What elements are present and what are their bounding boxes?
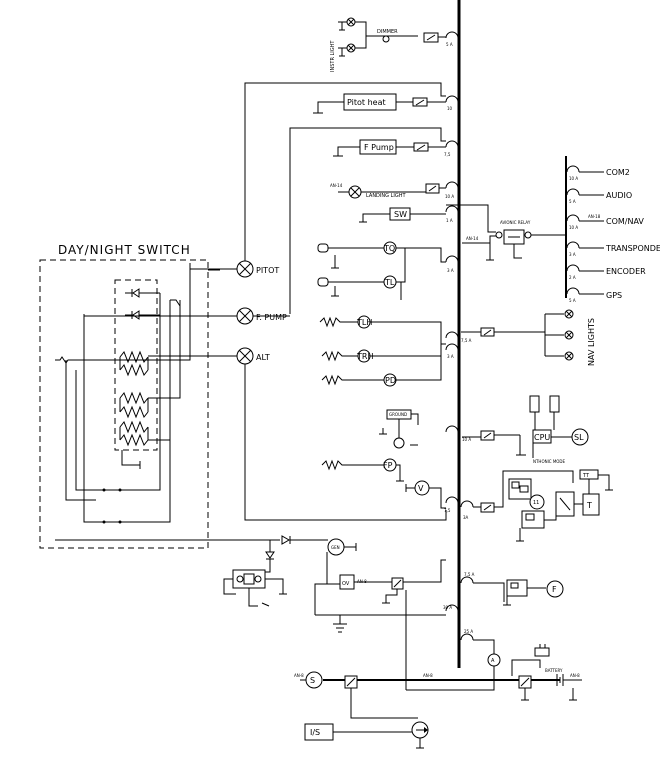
avionics-item: 5 A AUDIO [566, 188, 632, 204]
day-night-title: DAY/NIGHT SWITCH [58, 243, 191, 257]
svg-text:SL: SL [574, 433, 584, 442]
tl-label: TL [384, 278, 395, 287]
avionics-label: ENCODER [606, 267, 646, 276]
svg-text:3 A: 3 A [569, 252, 576, 257]
avionics-items: 10 A COM2 5 A AUDIO 10 A AN-18 COM/NAV 3… [566, 165, 660, 303]
svg-text:CPU: CPU [534, 433, 550, 442]
svg-text:2 A: 2 A [569, 275, 576, 280]
dimmer-label: DIMMER [377, 29, 398, 35]
svg-text:S: S [310, 676, 315, 685]
switch-group: SW 1 A [359, 204, 496, 233]
svg-text:AN-8: AN-8 [570, 673, 580, 678]
avionics-item: 10 A COM2 [566, 165, 630, 181]
f-indicator [546, 580, 564, 598]
svg-text:V: V [418, 484, 424, 493]
panel-lamps: PITOT F. PUMP ALT [84, 260, 447, 521]
generator-group: GEN OV AN-8 [223, 535, 446, 690]
mid-breaker: 3 A [447, 354, 454, 359]
nav-lights-group: NAV LIGHTS [461, 309, 596, 366]
probes-group: TLH TRH PD 7,5 A 3 A [319, 315, 472, 387]
fp-label: FP [383, 461, 393, 470]
pitot-breaker: 10 [447, 106, 453, 111]
pitot-heat-label: Pitot heat [347, 98, 386, 107]
ignition-group: I/S [304, 721, 429, 749]
tlh-label: TLH [356, 318, 372, 327]
avionic-wire-label: AN-14 [466, 236, 479, 241]
day-night-switch: DAY/NIGHT SWITCH [39, 241, 240, 549]
fuel-pump-label: F Pump [364, 143, 394, 152]
svg-text:5 A: 5 A [569, 298, 576, 303]
temp-sensors-group: TQ TL 3 A [317, 241, 459, 300]
avionics-label: GPS [606, 291, 622, 300]
svg-text:10 A: 10 A [569, 225, 578, 230]
landing-light-label: LANDING LIGHT [366, 193, 406, 199]
avionics-item: 3 A TRANSPONDER [566, 241, 660, 257]
fuse-b: 30 A [443, 605, 452, 610]
svg-text:AN-18: AN-18 [588, 214, 601, 219]
instrument-light-group: INSTR LIGHT DIMMER 5 A [330, 17, 459, 72]
fuse-c: 25 A [464, 629, 473, 634]
svg-text:NTHONIC MODE: NTHONIC MODE [533, 459, 566, 464]
instr-light-label: INSTR LIGHT [330, 40, 336, 72]
tt-label: TT [582, 473, 590, 479]
nav-breaker: 7,5 A [461, 338, 472, 343]
avionics-item: 10 A AN-18 COM/NAV [566, 214, 644, 230]
svg-text:10 A: 10 A [569, 176, 578, 181]
svg-text:5 A: 5 A [569, 199, 576, 204]
avionics-item: 2 A ENCODER [566, 264, 646, 280]
trh-label: TRH [356, 352, 373, 361]
fp-v-group: FP V 7,5 [321, 458, 459, 513]
landing-wire-label: AN-14 [330, 183, 343, 188]
lower-fuses: 7,5 A F 30 A 25 A A [443, 572, 564, 680]
sw-label: SW [394, 210, 407, 219]
svg-text:11: 11 [533, 500, 539, 506]
svg-text:AN-8: AN-8 [294, 673, 304, 678]
svg-text:A: A [491, 658, 495, 664]
trim-group: 3A 11 T TT [460, 469, 613, 542]
pd-label: PD [385, 376, 396, 385]
landing-light-group: AN-14 LANDING LIGHT 10 A [330, 181, 459, 199]
avionic-relay-group: AVIONIC RELAY AN-14 [462, 156, 567, 298]
temp-breaker: 3 A [447, 268, 454, 273]
t-label: T [586, 501, 592, 510]
day-night-enclosure [39, 259, 209, 549]
svg-text:AN-8: AN-8 [423, 673, 433, 678]
svg-text:OV: OV [342, 581, 350, 587]
sw-breaker: 1 A [446, 218, 453, 223]
battery-group: S AN-8 AN-8 BATTERY AN-8 [294, 644, 582, 719]
dimmer-knob[interactable] [382, 35, 390, 43]
avionics-item: 5 A GPS [566, 287, 622, 303]
pitot-heat-group: Pitot heat 10 [244, 82, 459, 263]
alt-lamp-label: ALT [256, 353, 270, 362]
fuel-pump-breaker: 7,5 [444, 152, 451, 157]
svg-text:GEN: GEN [331, 545, 340, 550]
svg-text:F: F [552, 585, 557, 594]
pitot-lamp-label: PITOT [256, 266, 279, 275]
avionics-label: COM/NAV [606, 217, 644, 226]
fuel-pump-group: F Pump 7,5 [289, 127, 459, 314]
fuse-a: 7,5 A [464, 572, 475, 577]
master-switch[interactable] [534, 647, 550, 657]
avionics-label: AUDIO [606, 191, 632, 200]
fuel-pump-lamp-label: F. PUMP [256, 313, 287, 322]
landing-breaker: 10 A [445, 194, 454, 199]
cpu-group: GROUND 10 A CPU SL NTHONIC MODE [379, 395, 589, 464]
avionic-relay-label: AVIONIC RELAY [500, 220, 531, 225]
ind-breaker: 10 A [462, 437, 471, 442]
trim-breaker-a: 7,5 [444, 508, 451, 513]
instr-breaker: 5 A [446, 42, 453, 47]
tq-label: TQ [383, 244, 395, 253]
avionics-label: COM2 [606, 168, 630, 177]
svg-text:I/S: I/S [310, 728, 320, 737]
avionics-label: TRANSPONDER [605, 244, 660, 253]
battery-label: BATTERY [545, 668, 563, 673]
trim-breaker-b: 3A [463, 515, 469, 520]
svg-text:GROUND: GROUND [389, 412, 407, 417]
nav-lights-label: NAV LIGHTS [587, 318, 596, 366]
